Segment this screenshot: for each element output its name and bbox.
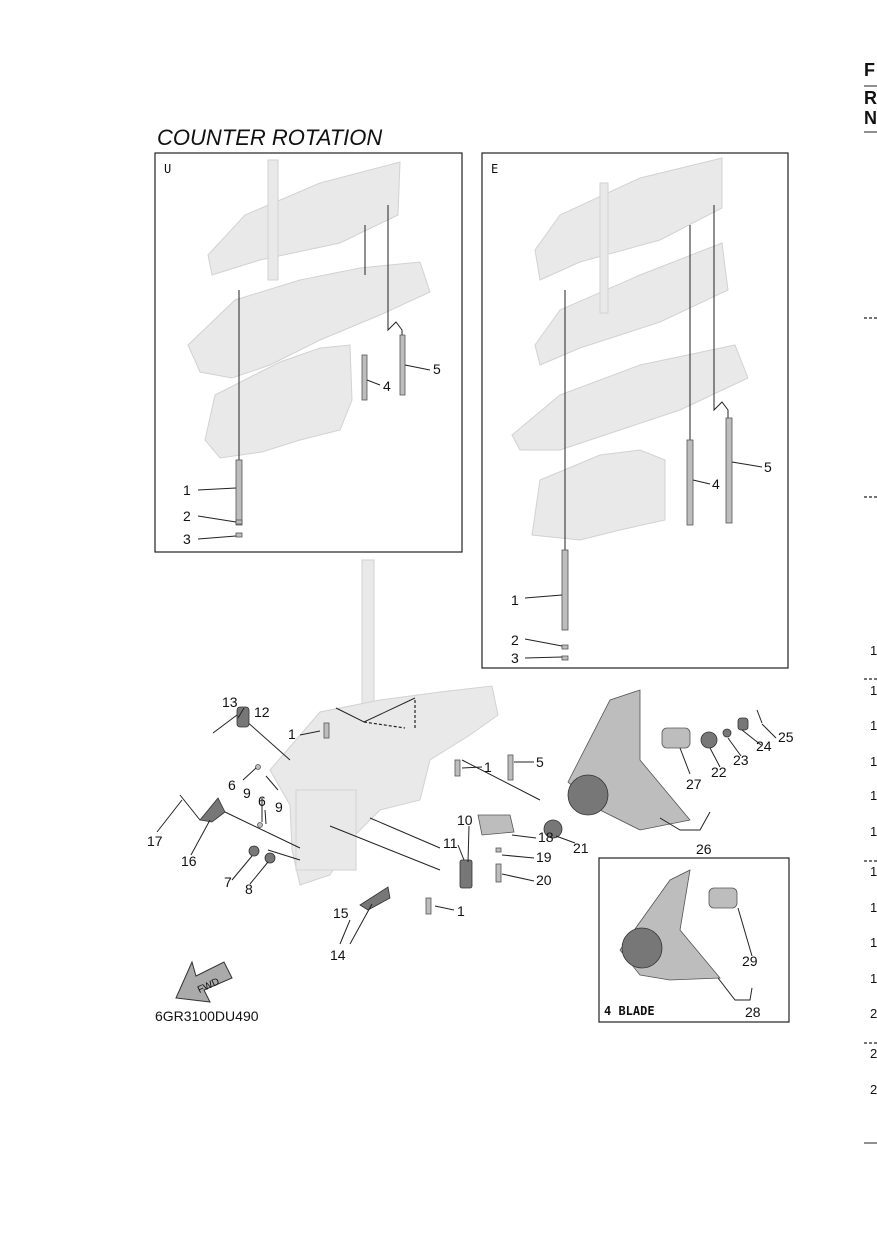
edge-digit: 1: [870, 900, 877, 915]
edge-digit: 1: [870, 824, 877, 839]
right-edge-fragment: F R N 1 1 1 1 1 1 1 1 1 1 2 2 2: [864, 60, 877, 1144]
callout-number: 27: [686, 776, 702, 792]
callout-number: 4: [712, 476, 720, 492]
callout-number: 13: [222, 694, 238, 710]
callout-number: 29: [742, 953, 758, 969]
edge-letter: R: [864, 88, 877, 108]
callout-number: 1: [484, 759, 492, 775]
callout-number: 28: [745, 1004, 761, 1020]
four-blade-label: 4 BLADE: [604, 1004, 655, 1018]
callout-number: 18: [538, 829, 554, 845]
callout-number: 2: [183, 508, 191, 524]
panel-u: U 1 2 3 4 5: [154, 152, 463, 553]
panel-e: E 1 2 3 4 5: [481, 152, 789, 669]
callout-number: 3: [183, 531, 191, 547]
callout-number: 1: [457, 903, 465, 919]
edge-digit: 1: [870, 935, 877, 950]
callout-number: 24: [756, 738, 772, 754]
edge-digit: 2: [870, 1082, 877, 1097]
four-blade-inset: 4 BLADE 28 29: [598, 857, 790, 1023]
callout-number: 6: [228, 777, 236, 793]
edge-letter: N: [864, 108, 877, 128]
callout-number: 14: [330, 947, 346, 963]
diagram-title: COUNTER ROTATION: [157, 125, 382, 150]
callout-number: 12: [254, 704, 270, 720]
edge-digit: 2: [870, 1006, 877, 1021]
edge-digit: 1: [870, 788, 877, 803]
edge-digit: 1: [870, 971, 877, 986]
panel-e-label: E: [491, 162, 498, 176]
callout-number: 4: [383, 378, 391, 394]
edge-digit: 1: [870, 683, 877, 698]
callout-number: 11: [443, 835, 458, 851]
callout-number: 9: [243, 785, 251, 801]
callout-number: 5: [764, 459, 772, 475]
callout-number: 15: [333, 905, 349, 921]
callout-number: 21: [573, 840, 589, 856]
callout-number: 19: [536, 849, 552, 865]
callout-number: 6: [258, 793, 266, 809]
callout-number: 7: [224, 874, 232, 890]
callout-number: 10: [457, 812, 473, 828]
edge-digit: 1: [870, 864, 877, 879]
callout-number: 1: [511, 592, 519, 608]
panel-u-label: U: [164, 162, 171, 176]
callout-number: 5: [536, 754, 544, 770]
callout-number: 25: [778, 729, 794, 745]
callout-number: 17: [147, 833, 163, 849]
callout-number: 22: [711, 764, 727, 780]
fwd-arrow: FWD: [175, 960, 233, 1003]
callout-number: 9: [275, 799, 283, 815]
callout-number: 2: [511, 632, 519, 648]
main-assembly: 1 1 1 1 5 6 6 7 8 9 9 10 11 12 13 14 15 …: [147, 559, 794, 963]
diagram-code: 6GR3100DU490: [155, 1008, 259, 1024]
edge-digit: 1: [870, 718, 877, 733]
callout-number: 16: [181, 853, 197, 869]
callout-number: 1: [288, 726, 296, 742]
edge-digit: 1: [870, 754, 877, 769]
callout-number: 1: [183, 482, 191, 498]
callout-number: 5: [433, 361, 441, 377]
callout-number: 8: [245, 881, 253, 897]
callout-number: 3: [511, 650, 519, 666]
callout-number: 23: [733, 752, 749, 768]
callout-number: 26: [696, 841, 712, 857]
edge-digit: 1: [870, 643, 877, 658]
edge-letter: F: [864, 60, 875, 80]
edge-digit: 2: [870, 1046, 877, 1061]
callout-number: 20: [536, 872, 552, 888]
